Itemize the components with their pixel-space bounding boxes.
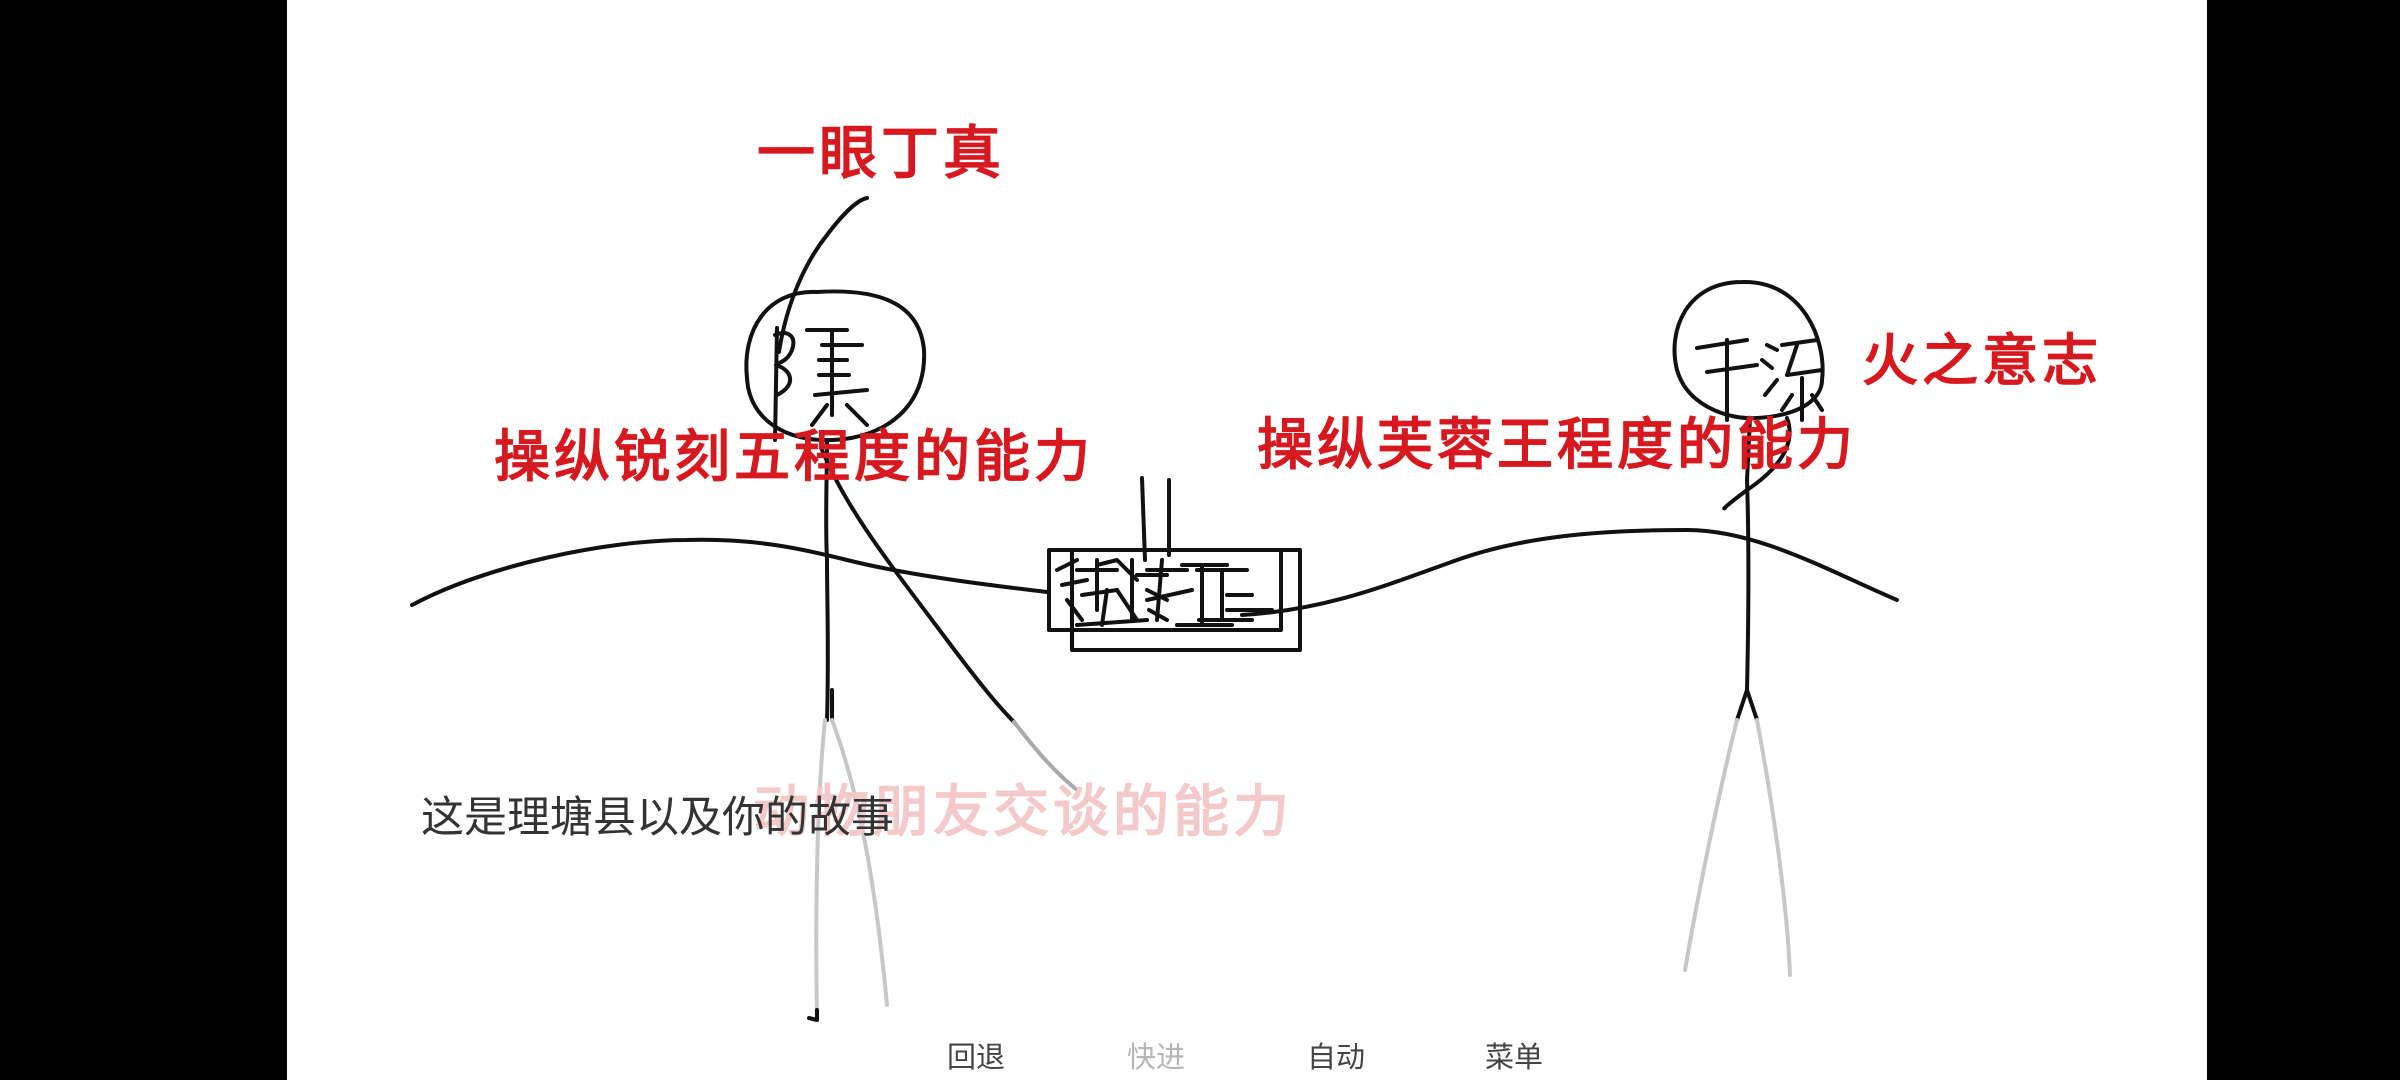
fast-forward-button[interactable]: 快进 (1127, 1040, 1186, 1074)
label-faded-ability: 动物朋友交谈的能力 (753, 780, 1293, 845)
dialogue-text: 这是理塘县以及你的故事 (421, 793, 894, 843)
left-stick-figure (410, 196, 1283, 1022)
label-right-ability: 操纵芙蓉王程度的能力 (1257, 413, 1857, 478)
label-huozhi: 火之意志 (1862, 329, 2102, 394)
stick-figure-sketch (410, 196, 1899, 1022)
game-stage[interactable]: 一眼丁真 火之意志 操纵锐刻五程度的能力 操纵芙蓉王程度的能力 动物朋友交谈的能… (287, 0, 2207, 1080)
label-yiyan: 一眼丁真 (757, 119, 1006, 187)
back-button[interactable]: 回退 (947, 1040, 1006, 1074)
quick-menu: 回退 快进 自动 菜单 (287, 1040, 2207, 1080)
auto-button[interactable]: 自动 (1307, 1040, 1366, 1074)
label-left-ability: 操纵锐刻五程度的能力 (494, 425, 1094, 490)
menu-button[interactable]: 菜单 (1485, 1040, 1544, 1074)
right-stick-figure (1070, 279, 1899, 977)
